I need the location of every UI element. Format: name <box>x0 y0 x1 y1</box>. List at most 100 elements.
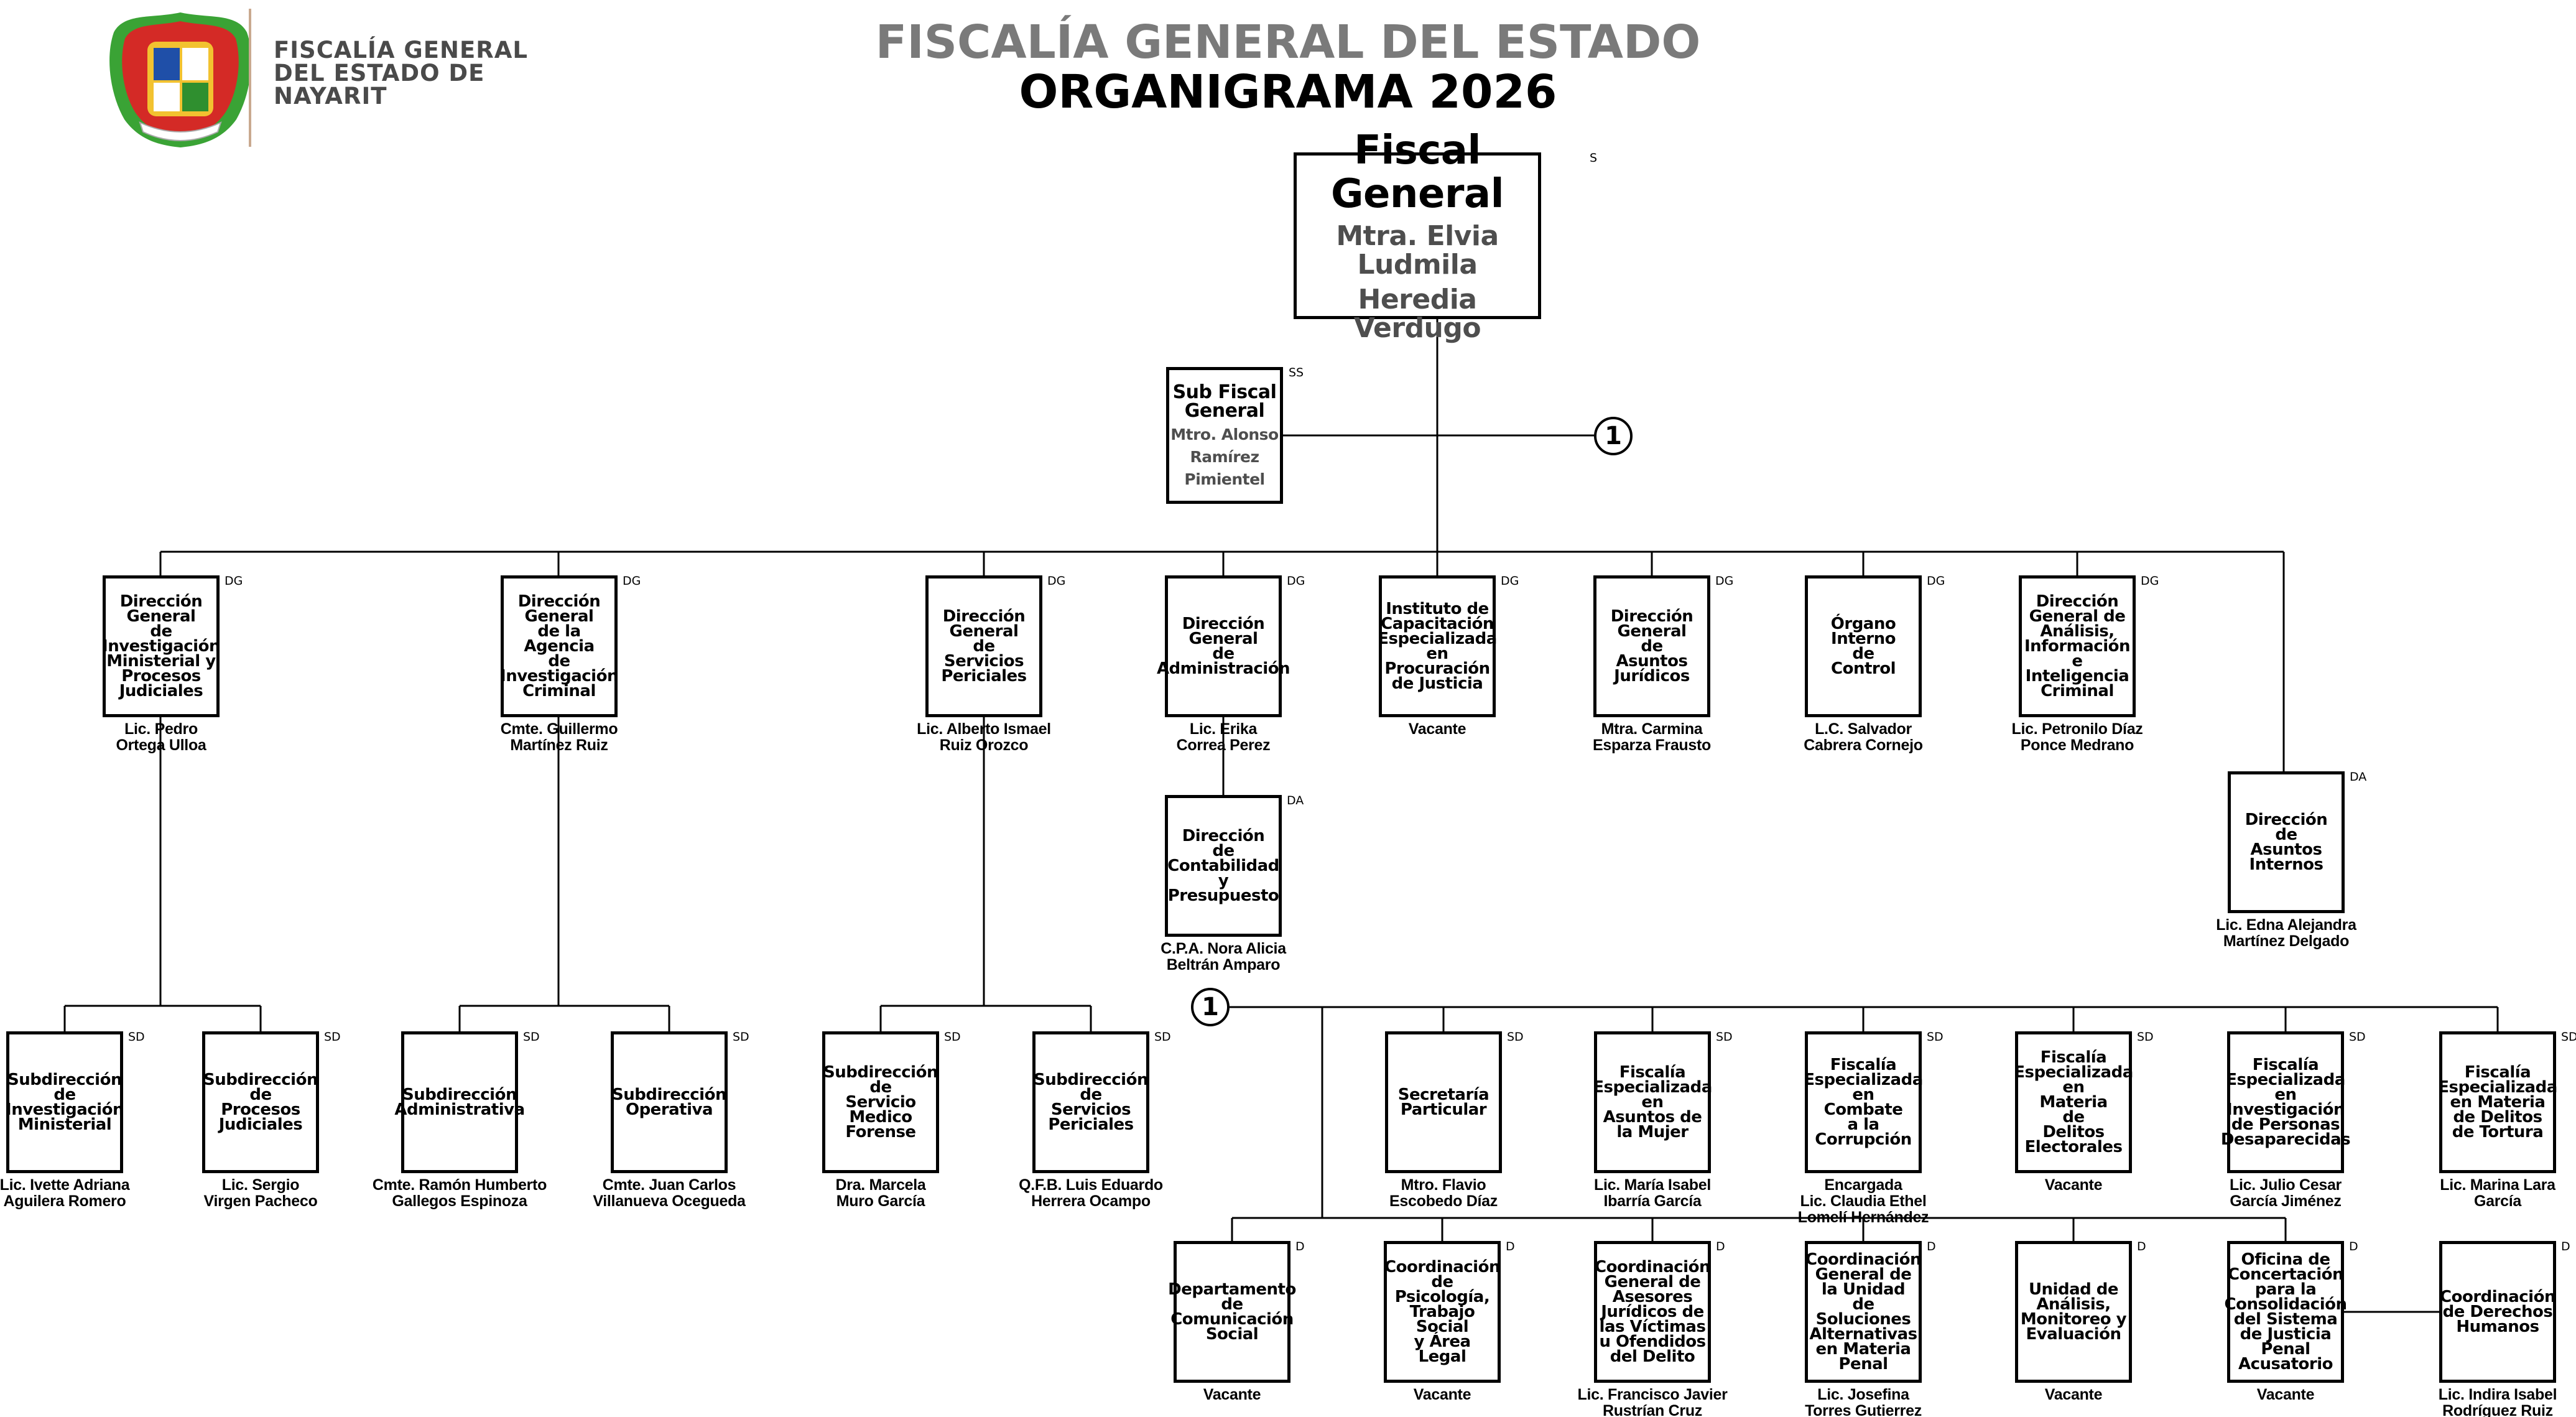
org-unit-title-line: Ministerial <box>17 1115 112 1134</box>
org-unit-title-line: Control <box>1831 659 1896 678</box>
org-unit-title-line: Medico <box>849 1108 912 1127</box>
page-subtitle: ORGANIGRAMA 2026 <box>1019 65 1557 119</box>
org-unit-title-line: la Mujer <box>1616 1123 1689 1141</box>
org-unit-title-line: Análisis, <box>2040 622 2115 641</box>
level-code: D <box>1295 1240 1305 1253</box>
person-name: Mtra. Carmina Esparza Frausto <box>1592 720 1711 754</box>
person-name: Vacante <box>1413 1386 1471 1403</box>
org-unit-title-line: Órgano <box>1830 615 1896 633</box>
org-unit-title-line: Dirección <box>1182 827 1265 845</box>
person-name: Lic. Francisco Javier Rustrían Cruz <box>1577 1386 1728 1417</box>
level-code: SD <box>1154 1030 1171 1044</box>
org-unit-title-line: a la <box>1847 1115 1879 1134</box>
org-unit-title-line: Particular <box>1400 1100 1487 1119</box>
org-unit-title-line: Asesores <box>1612 1288 1693 1306</box>
org-unit-title-line: Especializada <box>1593 1078 1712 1097</box>
level-code: D <box>1506 1240 1515 1253</box>
person-name: Vacante <box>2256 1386 2315 1403</box>
person-name: Vacante <box>2044 1176 2103 1194</box>
org-unit-title-line: Consolidación <box>2224 1295 2347 1314</box>
org-unit-title-line: Agencia <box>524 637 595 656</box>
level-code: D <box>1927 1240 1936 1253</box>
logo-text-line: NAYARIT <box>274 83 387 109</box>
org-unit-title-line: Interno <box>1831 630 1896 648</box>
person-name: Q.F.B. Luis Eduardo Herrera Ocampo <box>1019 1176 1163 1210</box>
org-unit-title-line: Servicio <box>845 1093 916 1112</box>
person-name: Cmte. Ramón Humberto Gallegos Espinoza <box>372 1176 547 1210</box>
org-unit-title-line: Instituto de <box>1386 600 1489 618</box>
page-title: FISCALÍA GENERAL DEL ESTADO <box>875 16 1701 69</box>
org-unit-title-line: General <box>1617 622 1687 641</box>
person-name: Vacante <box>1408 720 1466 738</box>
org-unit-title-line: General <box>126 607 196 626</box>
org-unit-title-line: Dirección <box>2245 811 2328 829</box>
org-unit-title-line: Internos <box>2249 855 2323 874</box>
org-unit-title-line: Dirección <box>119 592 203 611</box>
org-unit-title-line: Materia <box>2039 1093 2108 1112</box>
org-unit-title-line: Judiciales <box>218 1115 303 1134</box>
org-unit-title-line: Investigación <box>6 1100 124 1119</box>
org-unit-title-line: Dirección <box>1182 615 1265 633</box>
org-unit-title-line: Operativa <box>625 1100 713 1119</box>
level-code: DG <box>623 574 641 588</box>
org-unit-title-line: y <box>1218 871 1229 890</box>
level-code: S <box>1590 151 1598 165</box>
level-code: D <box>2349 1240 2358 1253</box>
org-unit-title-line: Soluciones <box>1815 1310 1911 1329</box>
org-unit-title-line: Dirección <box>942 607 1026 626</box>
level-code: SD <box>944 1030 961 1044</box>
org-unit-title-line: Forense <box>845 1123 916 1141</box>
org-unit-title-line: Trabajo <box>1409 1303 1475 1321</box>
org-unit-title-line: de <box>1080 1085 1102 1104</box>
org-unit-title-line: Fiscalía <box>2252 1056 2319 1074</box>
org-unit-title-line: Periciales <box>1048 1115 1134 1134</box>
org-unit-title-line: de <box>2275 825 2297 844</box>
logo-text-line: DEL ESTADO DE <box>274 60 485 86</box>
org-unit-title-line: la Unidad de <box>1821 1280 1906 1314</box>
level-code: SS <box>1289 366 1304 379</box>
org-unit-title-line: Servicios <box>943 652 1024 671</box>
person-name: Mtro. Flavio Escobedo Díaz <box>1389 1176 1498 1210</box>
org-unit-title-line: Contabilidad <box>1167 857 1279 875</box>
org-unit-title-line: Presupuesto <box>1167 886 1279 905</box>
person-name: Lic. Erika Correa Perez <box>1176 720 1271 754</box>
org-unit-title-line: de Delitos <box>2453 1108 2542 1127</box>
person-name: Lic. Ivette Adriana Aguilera Romero <box>0 1176 130 1210</box>
person-name: Lic. Petronilo Díaz Ponce Medrano <box>2011 720 2143 754</box>
org-unit-title-line: de <box>973 637 995 656</box>
level-code: SD <box>2561 1030 2576 1044</box>
person-name: Lic. Edna Alejandra Martínez Delgado <box>2216 916 2356 950</box>
org-unit-title-line: Subdirección <box>1034 1071 1148 1089</box>
org-unit-title-line: de <box>150 622 172 641</box>
org-unit-title-line: e Inteligencia <box>2025 652 2129 685</box>
person-name: Dra. Marcela Muro García <box>835 1176 926 1210</box>
box-person-line: Mtro. Alonso <box>1170 425 1279 444</box>
org-unit-title-line: Coordinación <box>1595 1258 1710 1276</box>
person-name: Cmte. Guillermo Martínez Ruiz <box>500 720 618 754</box>
org-unit-title-line: Especializada <box>2226 1071 2345 1089</box>
level-code: DG <box>1501 574 1519 588</box>
org-unit-title-line: General de <box>2029 607 2126 626</box>
org-unit-title-line: Oficina de <box>2241 1250 2330 1269</box>
org-unit-title-line: Coordinación <box>1384 1258 1500 1276</box>
org-unit-title-line: Social <box>1205 1325 1259 1344</box>
org-unit-title-line: Información <box>2024 637 2131 656</box>
org-unit-title-line: de la <box>537 622 581 641</box>
org-unit-title-line: Dirección <box>1610 607 1693 626</box>
org-unit-title-line: General <box>1188 630 1258 648</box>
org-unit-title-line: Procesos <box>121 667 201 685</box>
sub-fiscal-general-box: Sub Fiscal General Mtro. Alonso Ramírez … <box>1166 367 1283 504</box>
org-unit-title-line: de <box>869 1078 892 1097</box>
person-name: Lic. Marina Lara García <box>2440 1176 2555 1210</box>
person-name: Encargada Lic. Claudia Ethel Lomelí Hern… <box>1797 1176 1929 1226</box>
